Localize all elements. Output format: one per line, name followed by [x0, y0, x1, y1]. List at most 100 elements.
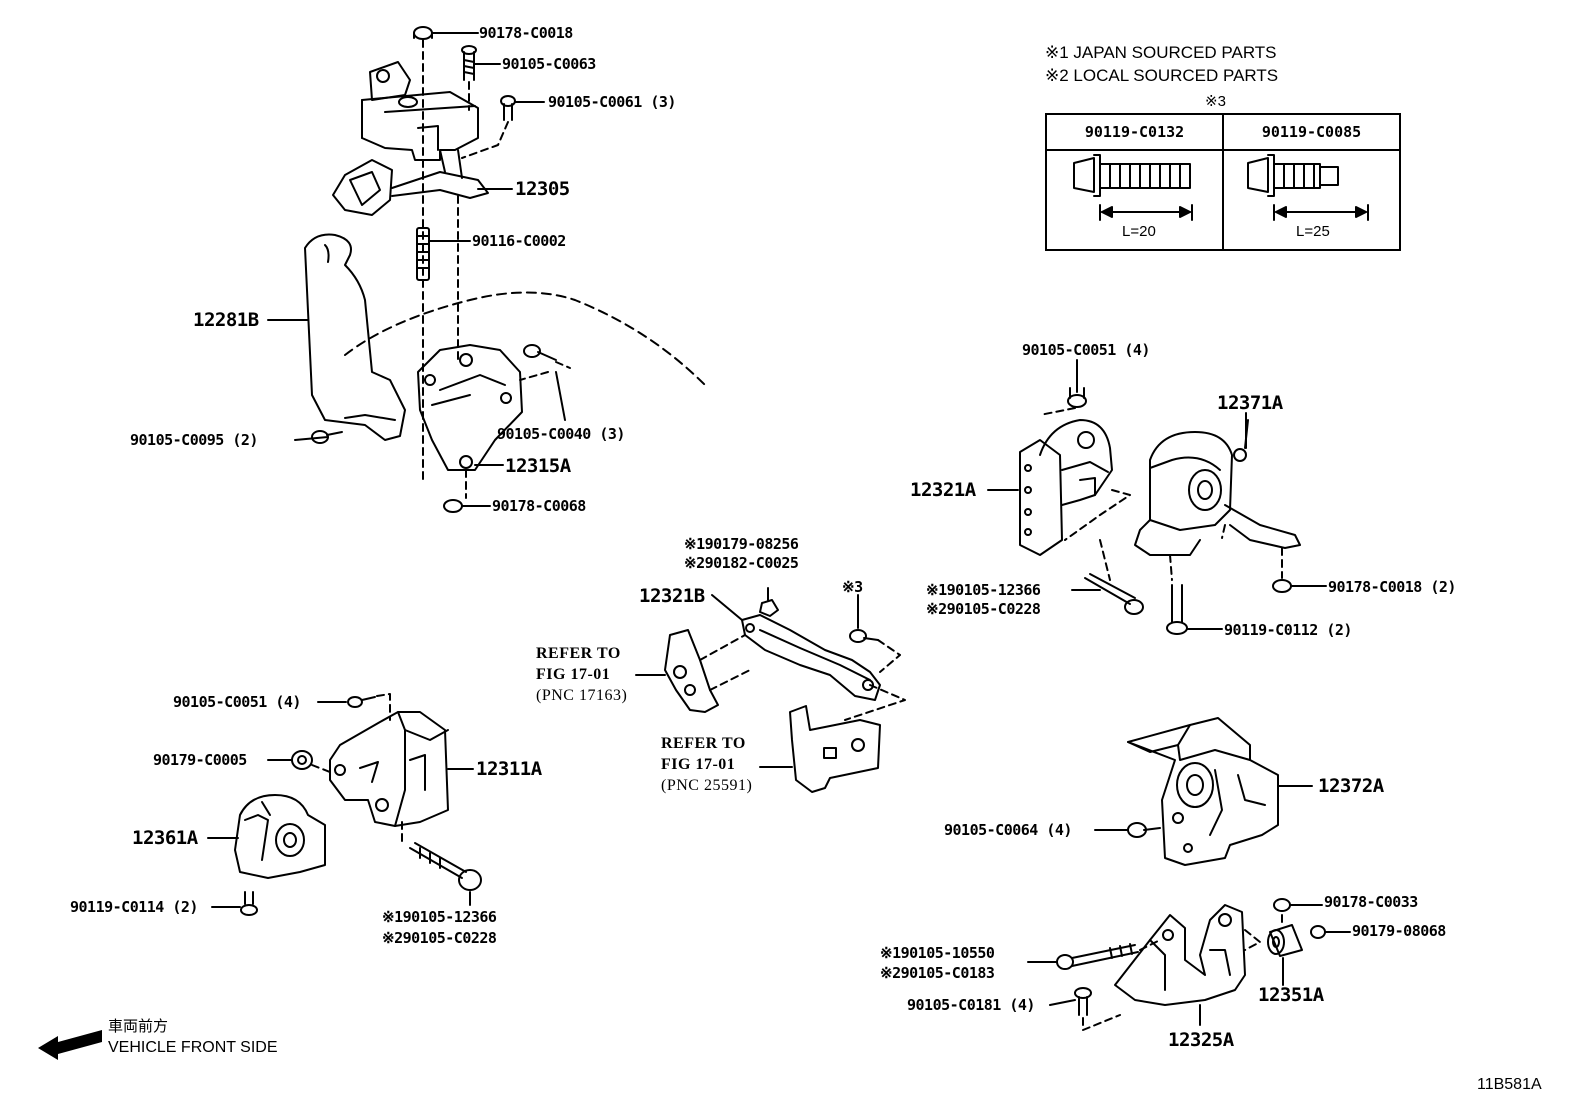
label-90105-c0051-right[interactable]: 90105-C0051 (4) [1022, 341, 1150, 359]
mount-12305-drawing [332, 61, 489, 216]
label-12361a[interactable]: 12361A [132, 827, 198, 849]
assembly-line-bolt-c0061 [461, 121, 509, 159]
label-90116-c0002[interactable]: 90116-C0002 [472, 232, 566, 250]
bolt-length-table: 90119-C0132 90119-C0085 [1045, 113, 1401, 251]
assembly-lines-12325a [1082, 914, 1283, 1031]
assembly-lines-right-mount [1039, 407, 1131, 581]
direction-label-jp: 車両前方 [108, 1018, 169, 1035]
label-90105-12366-right[interactable]: ※190105-12366 [926, 581, 1041, 599]
label-90179-08256[interactable]: ※190179-08256 [684, 535, 799, 553]
refer-2-line2[interactable]: FIG 17-01 [661, 756, 736, 773]
label-90105-12366-left[interactable]: ※190105-12366 [382, 908, 497, 926]
label-90105-c0228-right[interactable]: ※290105-C0228 [926, 600, 1041, 618]
length-label-l20: L=20 [1122, 223, 1156, 240]
table-header-90119-c0132: 90119-C0132 [1045, 113, 1224, 151]
length-label-l25: L=25 [1296, 223, 1330, 240]
note-japan-sourced: ※1 JAPAN SOURCED PARTS [1045, 43, 1277, 62]
bracket-12325a-drawing [1114, 904, 1246, 1006]
bolt-90105-c0181-drawing [1074, 987, 1092, 1016]
label-12281b[interactable]: 12281B [193, 309, 259, 331]
label-90178-c0018[interactable]: 90178-C0018 [479, 24, 573, 42]
nut-90178-c0068-drawing [443, 499, 463, 513]
mount-12371a-drawing [1134, 419, 1301, 556]
note-local-sourced: ※2 LOCAL SOURCED PARTS [1045, 66, 1279, 85]
label-90105-c0040[interactable]: 90105-C0040 (3) [497, 425, 625, 443]
label-90105-10550[interactable]: ※190105-10550 [880, 944, 995, 962]
bolt-90105-c0051-right-drawing [1067, 387, 1087, 408]
note-3-heading: ※3 [1205, 93, 1226, 110]
label-90105-c0051-left[interactable]: 90105-C0051 (4) [173, 693, 301, 711]
refer-1-line3: (PNC 17163) [536, 687, 628, 704]
washer-90179-c0005-drawing [291, 750, 313, 770]
nut-90178-c0018-right-drawing [1272, 579, 1292, 593]
label-90105-c0061[interactable]: 90105-C0061 (3) [548, 93, 676, 111]
label-90178-c0033[interactable]: 90178-C0033 [1324, 893, 1418, 911]
nut-90179-08068-drawing [1310, 925, 1326, 939]
vehicle-front-arrow-icon [38, 1030, 102, 1060]
refer-bracket-17163-drawing [664, 629, 719, 713]
label-90105-c0183[interactable]: ※290105-C0183 [880, 964, 995, 982]
bolt-90105-c0061-drawing [500, 95, 516, 121]
bolt-90105-c0051-left-drawing [347, 696, 376, 708]
label-90178-c0068[interactable]: 90178-C0068 [492, 497, 586, 515]
engine-outline [344, 291, 706, 386]
refer-1-line2[interactable]: FIG 17-01 [536, 666, 611, 683]
label-12351a[interactable]: 12351A [1258, 984, 1324, 1006]
bracket-12321b-drawing [741, 614, 881, 701]
table-cell-bolt-l25 [1222, 149, 1401, 251]
refer-1-line1: REFER TO [536, 645, 621, 662]
label-90179-08068[interactable]: 90179-08068 [1352, 922, 1446, 940]
bolt-90105-c0064-drawing [1127, 822, 1161, 838]
assembly-lines-12371a [1169, 524, 1226, 581]
nut-90179-08256-drawing [759, 599, 779, 617]
label-12305[interactable]: 12305 [515, 178, 570, 200]
label-12372a[interactable]: 12372A [1318, 775, 1384, 797]
label-12311a[interactable]: 12311A [476, 758, 542, 780]
label-90178-c0018-2[interactable]: 90178-C0018 (2) [1328, 578, 1456, 596]
mount-12361a-drawing [234, 794, 326, 879]
bolt-90105-c0063-drawing [461, 45, 477, 81]
bracket-12315a-drawing [417, 344, 523, 471]
label-note3-bolt[interactable]: ※3 [842, 578, 863, 596]
bolt-90105-12366-left-drawing [409, 842, 482, 891]
diagram-id: 11B581A [1477, 1076, 1542, 1093]
label-12321b[interactable]: 12321B [639, 585, 705, 607]
label-90105-c0064[interactable]: 90105-C0064 (4) [944, 821, 1072, 839]
assembly-line-c0040 [519, 361, 571, 381]
nut-90178-c0018-drawing [413, 26, 433, 40]
bolt-90105-10550-drawing [1056, 943, 1139, 970]
table-cell-bolt-l20 [1045, 149, 1224, 251]
label-12325a[interactable]: 12325A [1168, 1029, 1234, 1051]
label-90105-c0095[interactable]: 90105-C0095 (2) [130, 431, 258, 449]
bolt-90119-c0112-drawing [1166, 584, 1188, 635]
bracket-12311a-drawing [329, 711, 449, 827]
refer-bracket-25591-drawing [789, 705, 881, 793]
assembly-lines-refer1 [699, 634, 751, 691]
assembly-line-c0051-left [376, 693, 391, 721]
bolt-note3-drawing [849, 629, 879, 643]
assembly-lines-12321b [844, 639, 906, 721]
mount-12372a-drawing [1127, 717, 1279, 866]
direction-label-en: VEHICLE FRONT SIDE [108, 1039, 278, 1056]
refer-2-line1: REFER TO [661, 735, 746, 752]
bushing-12351a-drawing [1267, 924, 1303, 957]
stud-90116-c0002-drawing [416, 227, 430, 281]
label-90105-c0063[interactable]: 90105-C0063 [502, 55, 596, 73]
label-12371a[interactable]: 12371A [1217, 392, 1283, 414]
label-90105-c0228-left[interactable]: ※290105-C0228 [382, 929, 497, 947]
label-90179-c0005[interactable]: 90179-C0005 [153, 751, 247, 769]
label-90105-c0181[interactable]: 90105-C0181 (4) [907, 996, 1035, 1014]
bracket-12281b-drawing [304, 233, 406, 441]
label-90119-c0112[interactable]: 90119-C0112 (2) [1224, 621, 1352, 639]
label-90119-c0114[interactable]: 90119-C0114 (2) [70, 898, 198, 916]
assembly-line-c0005 [311, 764, 331, 773]
bolt-90105-c0040-drawing [523, 344, 557, 361]
bolt-90119-c0114-drawing [240, 891, 258, 916]
bolt-90105-12366-right-drawing [1084, 573, 1144, 615]
label-12321a[interactable]: 12321A [910, 479, 976, 501]
refer-2-line3: (PNC 25591) [661, 777, 753, 794]
label-90182-c0025[interactable]: ※290182-C0025 [684, 554, 799, 572]
bracket-12321a-drawing [1019, 419, 1113, 556]
label-12315a[interactable]: 12315A [505, 455, 571, 477]
table-header-90119-c0085: 90119-C0085 [1222, 113, 1401, 151]
